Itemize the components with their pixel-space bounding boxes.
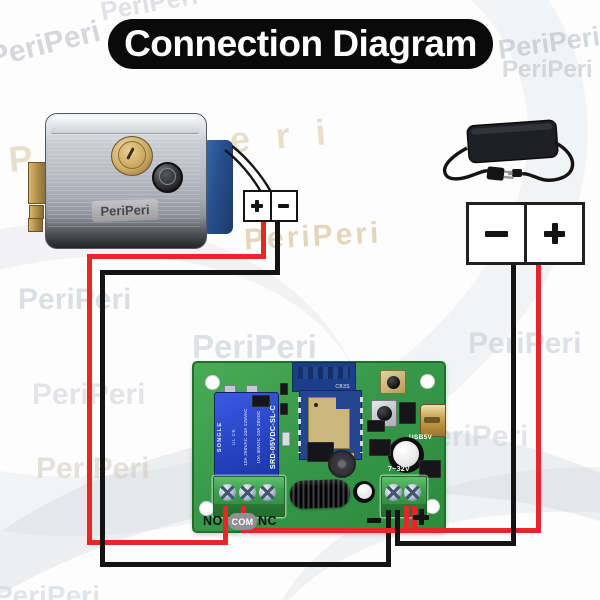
electric-door-lock: PeriPeri xyxy=(28,108,243,258)
castellated-pads xyxy=(298,397,301,453)
relay-rating-ac: 10A 250VAC 10A 125VAC xyxy=(242,408,248,466)
terminal-screw-nc[interactable] xyxy=(259,484,276,501)
title-banner: Connection Diagram xyxy=(108,19,493,69)
tactile-button-top[interactable] xyxy=(380,370,406,394)
voltage-range-silkscreen: 7~32V xyxy=(388,466,410,473)
lock-knob-center xyxy=(159,168,176,185)
watermark: PeriPeri xyxy=(18,283,132,316)
key-cylinder-face xyxy=(118,141,146,169)
watermark: PeriPeri xyxy=(502,56,593,83)
wire-red-lock-plus xyxy=(87,254,92,545)
wire-red-com-to-supply-plus xyxy=(241,528,541,533)
lock-latch-part xyxy=(29,205,44,219)
wifi-module-shield xyxy=(308,397,350,449)
lock-terminal-minus xyxy=(269,192,297,220)
wire-black-to-minus-terminal xyxy=(386,510,391,567)
relay-cert-marks: UL CE xyxy=(230,428,235,446)
wire-black-supply-minus xyxy=(511,259,516,546)
wifi-relay-module-pcb: SONGLE UL CE 10A 250VAC 10A 125VAC 10A 3… xyxy=(192,361,446,533)
smd-part xyxy=(280,403,288,415)
usb-slot xyxy=(424,417,440,423)
watermark: PeriPeri xyxy=(0,14,104,75)
watermark: PeriPeri xyxy=(36,452,150,485)
relay-model: SRD-05VDC-SL-C xyxy=(267,404,277,470)
relay-rating-dc: 10A 30VDC 10A 28VDC xyxy=(255,410,260,464)
pin1-dot xyxy=(314,403,318,407)
smd-part xyxy=(280,383,288,395)
button-cap xyxy=(376,406,392,421)
power-adapter xyxy=(442,119,575,182)
smd-resistor xyxy=(282,432,290,446)
smd-ic xyxy=(399,402,416,424)
relay-brand: SONGLE xyxy=(216,421,223,453)
antenna-meander-pattern xyxy=(298,367,350,379)
terminal-screw-plus[interactable] xyxy=(404,484,421,501)
rf-spring-antenna xyxy=(289,478,351,510)
lock-brand-plate: PeriPeri xyxy=(91,198,159,223)
capacitor xyxy=(353,481,375,503)
lock-brand-text: PeriPeri xyxy=(100,202,150,219)
wire-black-lock-minus xyxy=(100,270,105,567)
watermark: PeriPeri xyxy=(468,327,582,360)
label-com: COM xyxy=(228,513,257,530)
wire-red-module-plus-stub xyxy=(412,506,417,533)
wire-black-lock-minus xyxy=(100,270,280,275)
lock-pigtail-wires xyxy=(224,145,273,193)
castellated-pads xyxy=(360,397,363,453)
smd-ic xyxy=(367,420,385,432)
lock-terminal-block xyxy=(243,190,298,222)
mounting-hole xyxy=(205,375,220,390)
mounting-hole xyxy=(420,374,435,389)
label-nc: NC xyxy=(258,514,278,528)
lock-blue-cable-boot xyxy=(202,140,233,234)
button-cap xyxy=(386,375,400,389)
lock-latch-part xyxy=(28,218,43,232)
wire-red-to-no-terminal xyxy=(223,506,228,545)
watermark: PeriPeri xyxy=(0,580,100,600)
mosfet xyxy=(419,460,441,478)
power-inductor xyxy=(328,450,356,478)
soic8-ic xyxy=(369,439,391,456)
wire-red-lock-plus xyxy=(87,540,228,545)
supply-terminal-block xyxy=(466,202,585,265)
label-input-minus xyxy=(367,518,381,523)
watermark: PeriPeri xyxy=(496,21,600,65)
smd-ic xyxy=(252,395,270,407)
page-title: Connection Diagram xyxy=(124,23,477,64)
wire-red-module-plus-stub xyxy=(404,506,409,533)
terminal-screw-minus[interactable] xyxy=(385,484,402,501)
shield-notch xyxy=(336,397,350,409)
terminal-screw-no[interactable] xyxy=(219,484,236,501)
label-input-plus xyxy=(413,509,429,525)
lock-top-plate xyxy=(51,116,199,134)
label-no: NO xyxy=(203,514,223,528)
micro-usb-port[interactable] xyxy=(420,404,446,437)
wire-black-supply-minus xyxy=(395,541,516,546)
electrolytic-capacitor xyxy=(388,437,424,473)
supply-terminal-plus xyxy=(524,205,582,262)
dc-barrel-connector xyxy=(508,169,522,177)
wire-red-supply-plus xyxy=(536,259,541,533)
supply-terminal-minus xyxy=(469,205,524,262)
terminal-screw-com[interactable] xyxy=(239,484,256,501)
wire-black-lock-minus xyxy=(100,562,391,567)
wifi-antenna-section: CB3S xyxy=(292,362,356,392)
wire-black-lock-minus xyxy=(275,218,280,275)
wire-red-lock-plus xyxy=(87,254,266,259)
usb-silkscreen-label: USB5V xyxy=(409,434,433,441)
wire-red-lock-plus xyxy=(261,218,266,258)
lock-terminal-plus xyxy=(245,192,270,220)
relay-songle: SONGLE UL CE 10A 250VAC 10A 125VAC 10A 3… xyxy=(214,392,279,482)
wire-black-module-minus-stub xyxy=(395,510,400,546)
wifi-module-label: CB3S xyxy=(335,384,350,390)
